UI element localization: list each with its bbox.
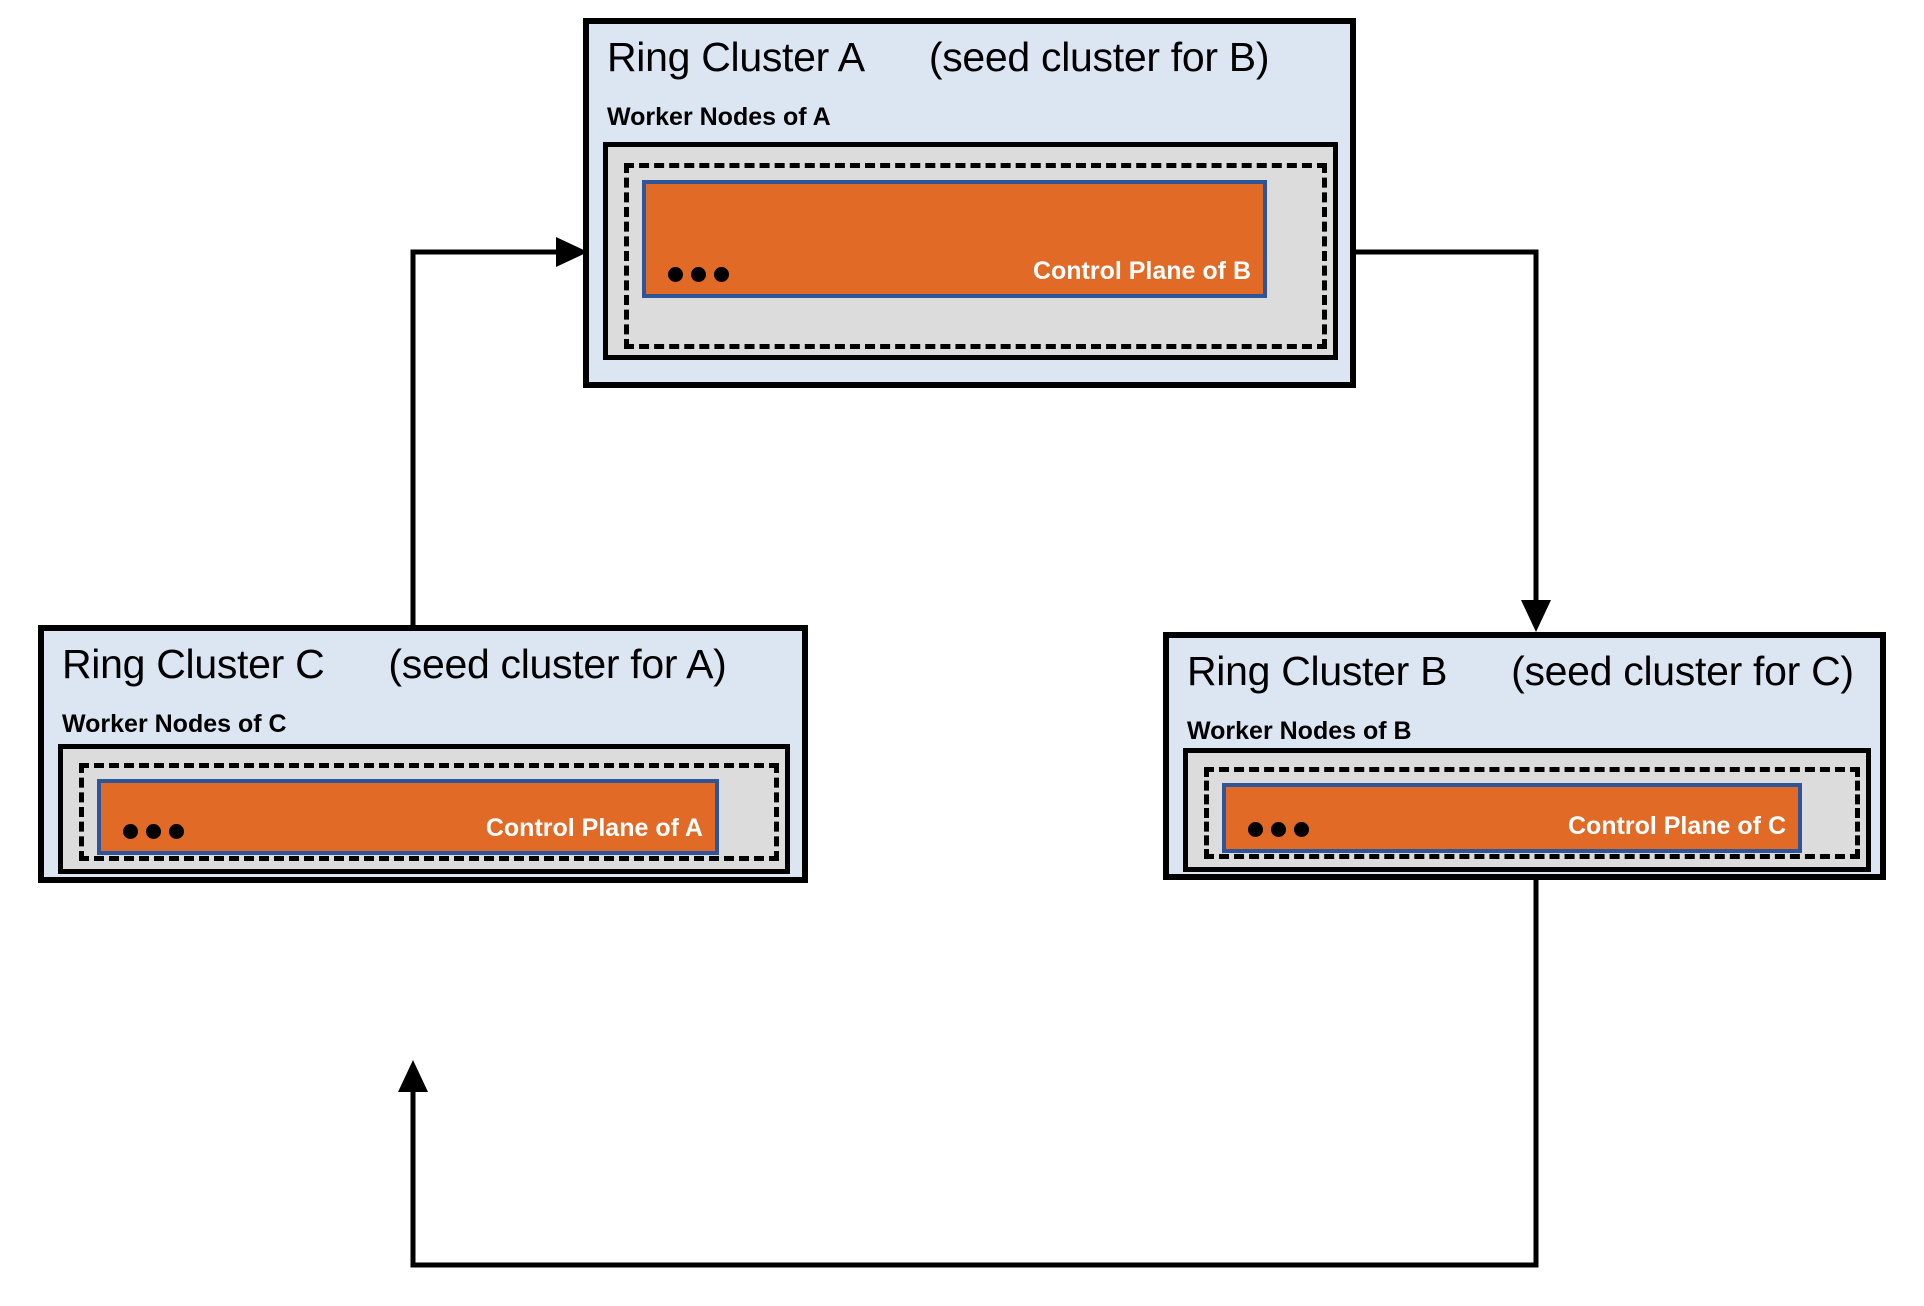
cluster-c-worker-nodes-box[interactable]: Control Plane of A bbox=[58, 744, 790, 874]
cluster-b-title: Ring Cluster B (seed cluster for C) bbox=[1187, 648, 1854, 695]
cluster-a-title: Ring Cluster A (seed cluster for B) bbox=[607, 34, 1270, 81]
cluster-b[interactable]: Ring Cluster B (seed cluster for C) Worke… bbox=[1163, 632, 1886, 880]
cluster-b-name: Ring Cluster B bbox=[1187, 648, 1448, 694]
cluster-b-ellipsis-dots bbox=[1248, 822, 1309, 837]
cluster-b-worker-nodes-box[interactable]: Control Plane of C bbox=[1183, 748, 1871, 872]
cluster-b-control-plane[interactable]: Control Plane of C bbox=[1222, 783, 1802, 853]
cluster-b-worker-label: Worker Nodes of B bbox=[1187, 717, 1412, 745]
cluster-a-worker-nodes-box[interactable]: Control Plane of B bbox=[603, 142, 1338, 360]
cluster-c-ellipsis-dots bbox=[123, 824, 184, 839]
cluster-c-worker-label: Worker Nodes of C bbox=[62, 710, 287, 738]
cluster-b-node-box[interactable]: Control Plane of C bbox=[1204, 767, 1860, 859]
cluster-c-control-plane-label: Control Plane of A bbox=[485, 814, 703, 842]
cluster-c-control-plane[interactable]: Control Plane of A bbox=[97, 779, 719, 855]
cluster-a-ellipsis-dots bbox=[668, 267, 729, 282]
cluster-a-worker-label: Worker Nodes of A bbox=[607, 103, 831, 131]
cluster-a-control-plane-label: Control Plane of B bbox=[1032, 257, 1251, 285]
cluster-b-seed-note: (seed cluster for C) bbox=[1511, 648, 1854, 694]
cluster-c-title: Ring Cluster C (seed cluster for A) bbox=[62, 641, 727, 688]
cluster-b-control-plane-label: Control Plane of C bbox=[1567, 812, 1786, 840]
cluster-c-seed-note: (seed cluster for A) bbox=[388, 641, 727, 687]
cluster-c-node-box[interactable]: Control Plane of A bbox=[79, 763, 779, 861]
cluster-c[interactable]: Ring Cluster C (seed cluster for A) Worke… bbox=[38, 625, 808, 883]
cluster-c-name: Ring Cluster C bbox=[62, 641, 325, 687]
cluster-a-node-box[interactable]: Control Plane of B bbox=[624, 163, 1327, 349]
cluster-a[interactable]: Ring Cluster A (seed cluster for B) Worke… bbox=[583, 18, 1356, 388]
cluster-a-name: Ring Cluster A bbox=[607, 34, 865, 80]
cluster-a-seed-note: (seed cluster for B) bbox=[928, 34, 1270, 80]
cluster-a-control-plane[interactable]: Control Plane of B bbox=[642, 180, 1267, 298]
